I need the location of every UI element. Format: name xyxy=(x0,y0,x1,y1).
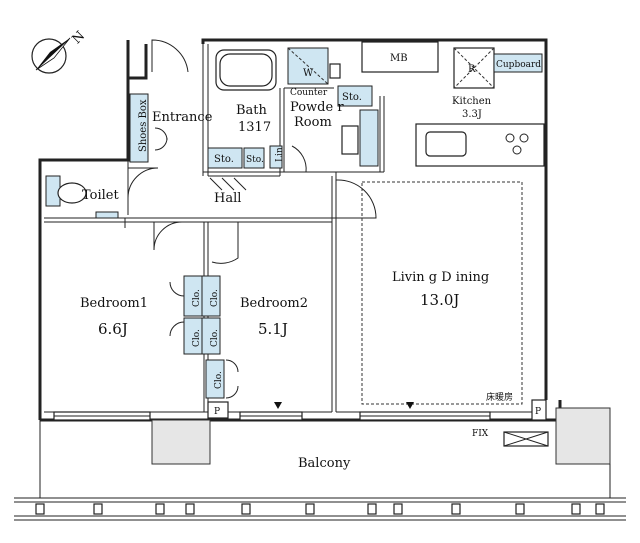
sto-kitchen-box xyxy=(337,85,373,107)
compass-north-label: N xyxy=(70,29,89,48)
mb-box xyxy=(361,41,439,73)
cupboard-box xyxy=(493,53,543,73)
powder-room-label-2: Room xyxy=(294,115,332,130)
bedroom1-area: 6.6J xyxy=(98,320,128,338)
toilet-shelf xyxy=(95,211,119,219)
closet-d xyxy=(201,317,221,355)
balcony-label: Balcony xyxy=(298,456,351,471)
balcony-right-block xyxy=(555,407,611,465)
sto-bath-label: Sto. xyxy=(214,154,234,165)
balcony-left-block xyxy=(151,419,211,465)
sto-small-box xyxy=(243,147,265,169)
sto-small-label: Sto. xyxy=(246,155,264,165)
p-box-1 xyxy=(207,401,229,419)
windows xyxy=(53,402,491,421)
lin-box xyxy=(269,145,283,169)
closet-e-label: Clo. xyxy=(214,371,224,389)
shoes-box-label: Shoes Box xyxy=(138,99,149,152)
entrance-label: Entrance xyxy=(152,110,213,125)
window-marker-icon xyxy=(406,402,414,409)
p-label-2: P xyxy=(535,407,541,417)
balcony-railing xyxy=(14,420,626,521)
shoes-box xyxy=(129,93,149,163)
compass: N xyxy=(31,29,89,74)
powder-sink xyxy=(341,125,359,155)
closet-b xyxy=(201,275,221,317)
closet-b-label: Clo. xyxy=(210,289,220,307)
cupboard-label: Cupboard xyxy=(496,60,541,70)
sink-icon xyxy=(425,131,467,157)
closet-d-label: Clo. xyxy=(210,329,220,347)
counter-box xyxy=(329,63,341,79)
sto-kitchen-label: Sto. xyxy=(342,92,362,103)
mb-label: MB xyxy=(390,53,408,64)
hall-label: Hall xyxy=(214,191,241,206)
closet-a-label: Clo. xyxy=(192,289,202,307)
floor-heating-label: 床暖房 xyxy=(486,391,513,403)
powder-room-label: Powde r xyxy=(290,100,344,115)
window-marker-icon xyxy=(274,402,282,409)
fix-label: FIX xyxy=(472,429,489,439)
kitchen-label: Kitchen xyxy=(452,96,492,107)
p-box-2 xyxy=(531,399,547,421)
toilet-label: Toilet xyxy=(82,188,119,203)
lin-label: Lin xyxy=(275,147,285,162)
kitchen-shelf xyxy=(359,109,379,167)
floor-heating-area xyxy=(361,181,523,405)
r-label: R xyxy=(468,64,476,75)
bath-label: Bath xyxy=(236,103,268,118)
stove-icon xyxy=(505,133,529,155)
toilet-icon xyxy=(57,182,87,204)
bedroom1-label: Bedroom1 xyxy=(80,296,148,311)
closet-c-label: Clo. xyxy=(192,329,202,347)
closet-e xyxy=(205,359,225,399)
bath-size: 1317 xyxy=(238,120,271,135)
bedroom2-area: 5.1J xyxy=(258,320,288,338)
counter-label: Counter xyxy=(290,88,328,98)
kitchen-area: 3.3J xyxy=(462,109,482,120)
bedroom2-label: Bedroom2 xyxy=(240,296,308,311)
door-swings xyxy=(127,39,377,399)
washer-label: W xyxy=(303,68,314,79)
living-dining-label: Livin g D ining xyxy=(392,270,489,285)
living-dining-area: 13.0J xyxy=(420,291,459,309)
sto-bath-box xyxy=(207,147,243,169)
p-label-1: P xyxy=(214,407,220,417)
